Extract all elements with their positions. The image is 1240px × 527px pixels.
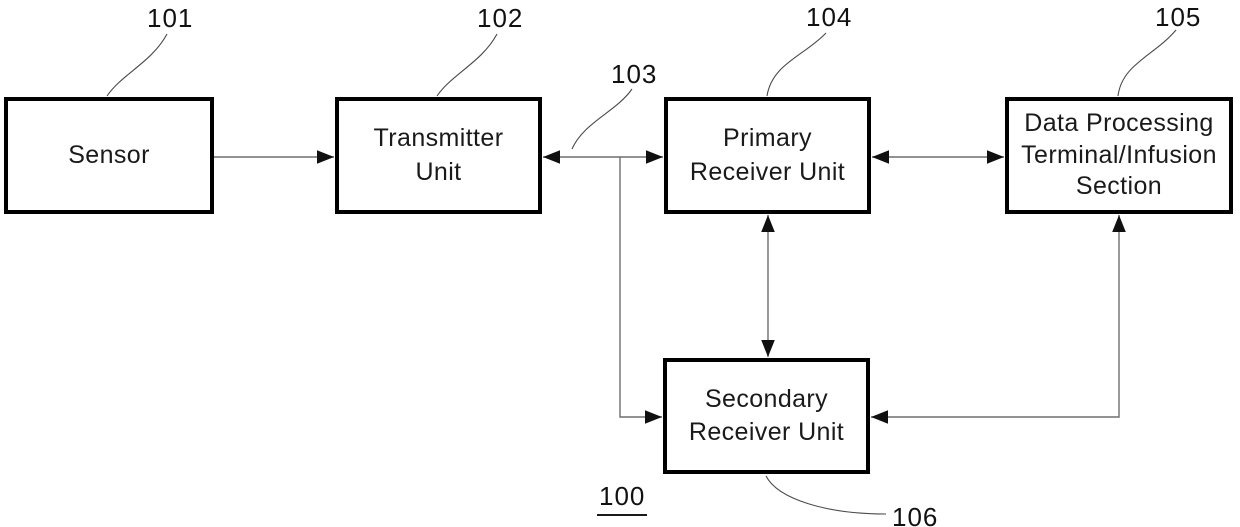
ref-label-102: 102	[477, 3, 524, 33]
label-line: Data Processing	[1024, 108, 1214, 137]
label-line: Receiver Unit	[688, 418, 845, 446]
leader-102	[436, 33, 498, 97]
node-data-processing-terminal: Data Processing Terminal/Infusion Sectio…	[1005, 97, 1233, 214]
ref-label-105: 105	[1155, 2, 1202, 32]
edge-secondary-dataproc	[871, 215, 1126, 424]
node-transmitter-unit-label: Transmitter Unit	[374, 122, 504, 189]
label-line: Primary	[723, 124, 812, 152]
node-data-processing-terminal-label: Data Processing Terminal/Infusion Sectio…	[1021, 108, 1217, 203]
leader-105	[1117, 29, 1177, 97]
leader-104	[766, 32, 827, 97]
figure-ref-label-100: 100	[597, 481, 648, 516]
ref-label-104: 104	[806, 2, 853, 32]
node-sensor-label: Sensor	[68, 139, 150, 173]
node-primary-receiver-unit-label: Primary Receiver Unit	[690, 122, 845, 189]
ref-label-103: 103	[611, 59, 658, 89]
ref-label-101: 101	[147, 3, 194, 33]
leader-103	[571, 88, 633, 150]
node-transmitter-unit: Transmitter Unit	[335, 97, 542, 214]
leader-106	[765, 475, 887, 515]
label-line: Receiver Unit	[689, 157, 846, 186]
label-line: Transmitter	[373, 124, 504, 152]
leader-101	[106, 33, 168, 97]
edge-link103-to-secondary	[619, 157, 662, 424]
node-secondary-receiver-unit: Secondary Receiver Unit	[663, 358, 870, 474]
node-sensor: Sensor	[4, 97, 214, 214]
label-line: Unit	[415, 157, 462, 186]
ref-label-106: 106	[892, 502, 939, 527]
label-line: Secondary	[704, 384, 829, 413]
figure-ref-text: 100	[597, 481, 648, 516]
node-primary-receiver-unit: Primary Receiver Unit	[664, 97, 871, 214]
node-secondary-receiver-unit-label: Secondary Receiver Unit	[689, 383, 844, 450]
label-line: Sensor	[68, 140, 150, 169]
label-line: Terminal/Infusion	[1021, 140, 1217, 169]
label-line: Section	[1075, 172, 1163, 201]
